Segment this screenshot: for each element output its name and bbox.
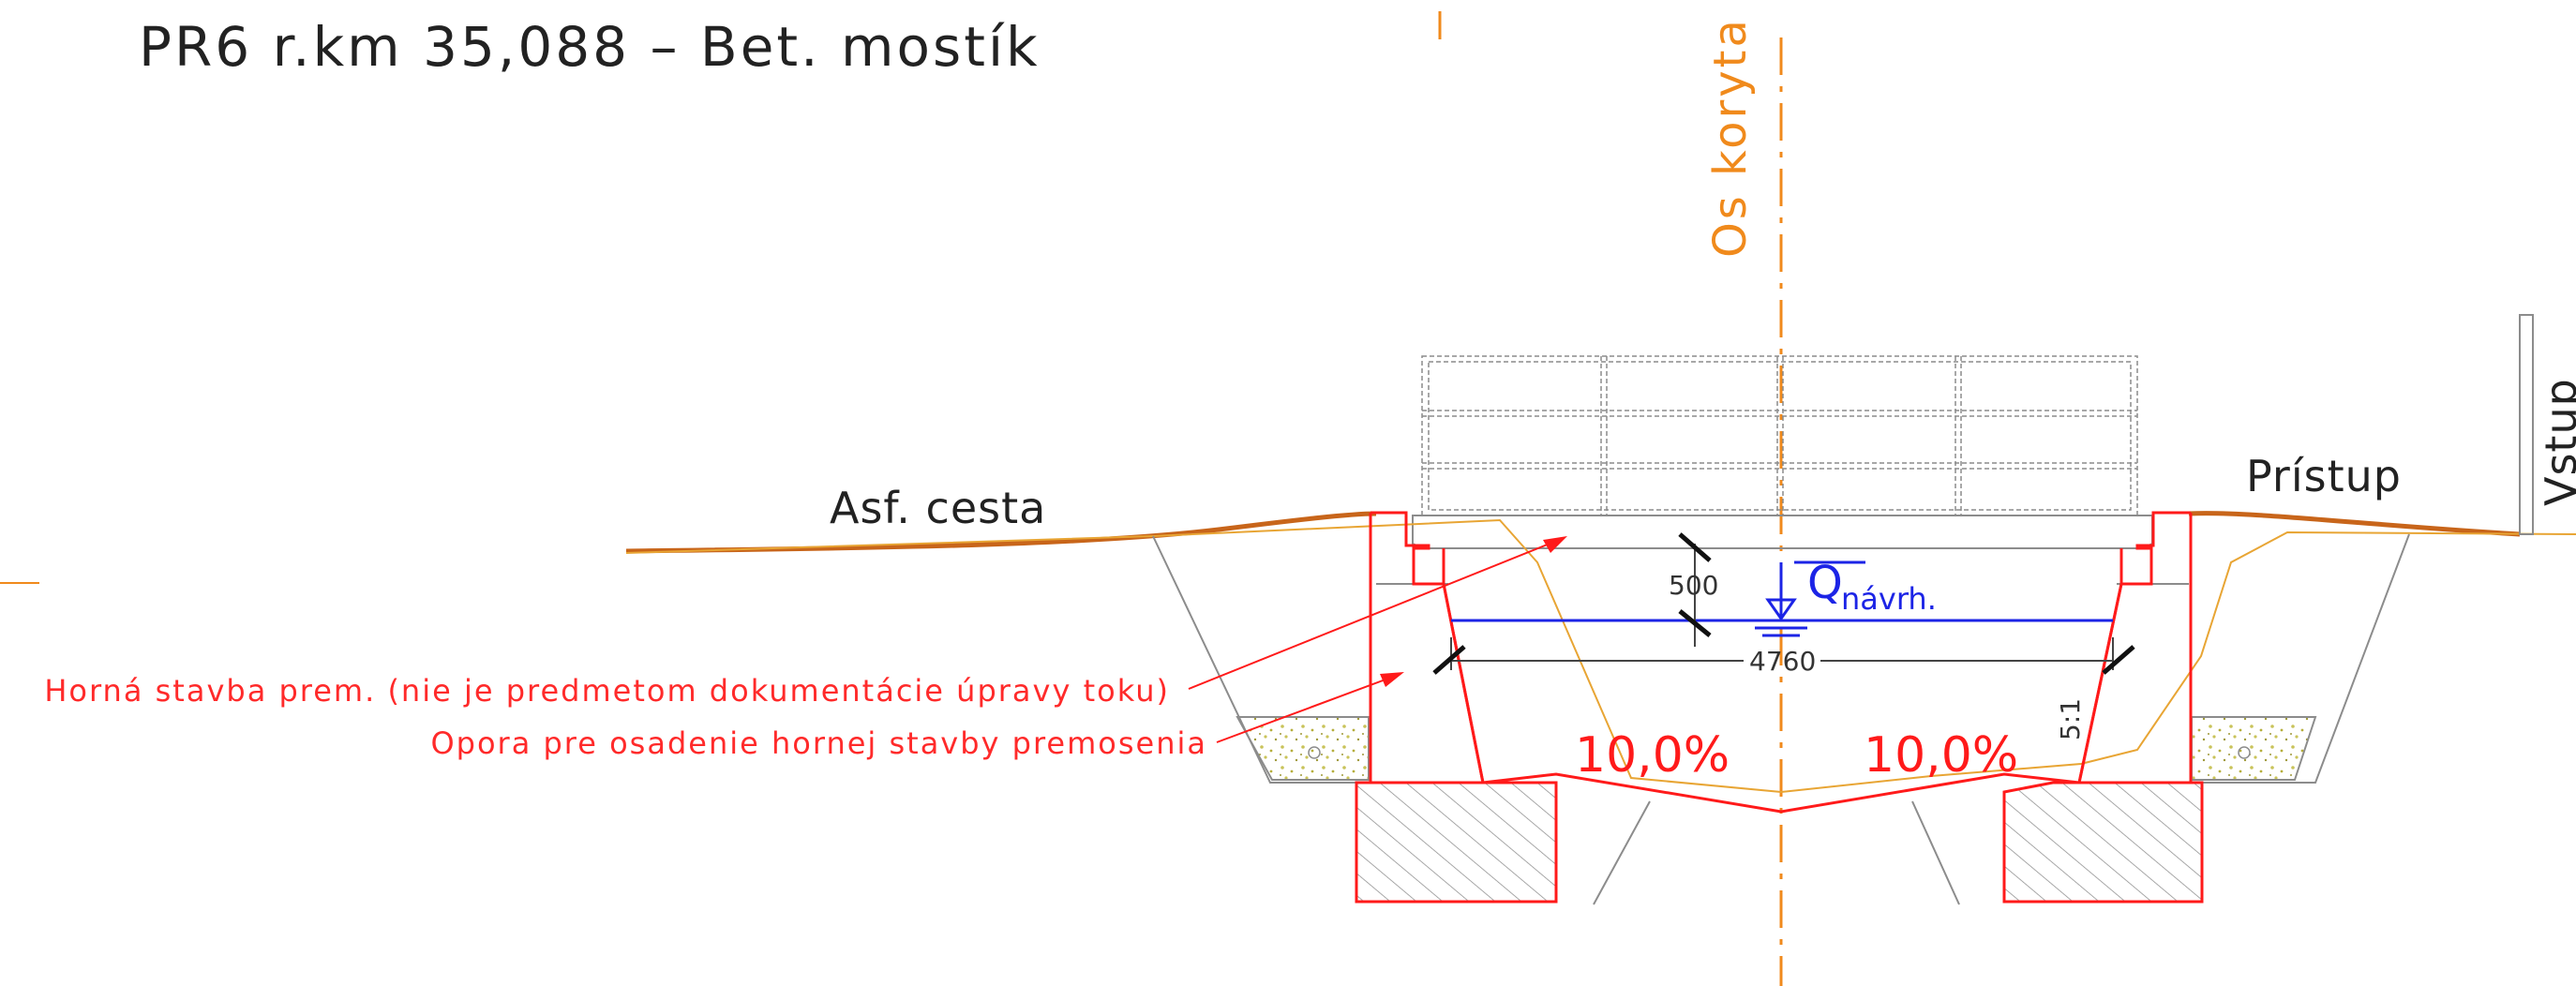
wall-slope-right	[2077, 583, 2123, 784]
abutment-right	[2077, 511, 2193, 784]
discharge-symbol: Q	[1807, 557, 1843, 609]
access-terrain-right	[2188, 511, 2521, 537]
dimension-width: 4760	[1749, 646, 1816, 677]
access-label: Prístup	[2246, 451, 2402, 501]
water-level-symbol	[1755, 560, 1865, 637]
road-label: Asf. cesta	[830, 483, 1046, 533]
drawing-title: PR6 r.km 35,088 – Bet. mostík	[139, 15, 1041, 79]
dimension-lines	[1450, 544, 2114, 670]
channel-axis-label: Os koryta	[1704, 17, 1757, 258]
abutment-left	[1369, 511, 1485, 784]
channel-bed	[1482, 772, 2080, 814]
slope-label-left: 10,0%	[1575, 727, 1730, 784]
sand-marker-right	[2238, 746, 2251, 759]
footing-left	[1355, 781, 1558, 904]
dimension-ticks	[1432, 532, 2135, 675]
sand-fill-left	[1236, 716, 1370, 781]
entrance-label-partial: Vstup	[2536, 378, 2576, 506]
wall-slope-left	[1442, 583, 1485, 784]
dimension-height: 500	[1669, 570, 1718, 601]
footing-right	[2002, 781, 2204, 904]
sand-marker-left	[1308, 746, 1321, 759]
original-terrain-line	[625, 518, 2576, 794]
superstructure-note: Horná stavba prem. (nie je predmetom dok…	[44, 673, 1170, 709]
wall-slope-ratio: 5:1	[2055, 698, 2086, 740]
support-note: Opora pre osadenie hornej stavby premose…	[430, 725, 1207, 761]
discharge-subscript: návrh.	[1841, 581, 1937, 617]
note-leaders	[1188, 536, 1567, 743]
entrance-post	[2519, 314, 2534, 535]
sand-fill-right	[2191, 716, 2317, 781]
slope-label-right: 10,0%	[1864, 727, 2018, 784]
